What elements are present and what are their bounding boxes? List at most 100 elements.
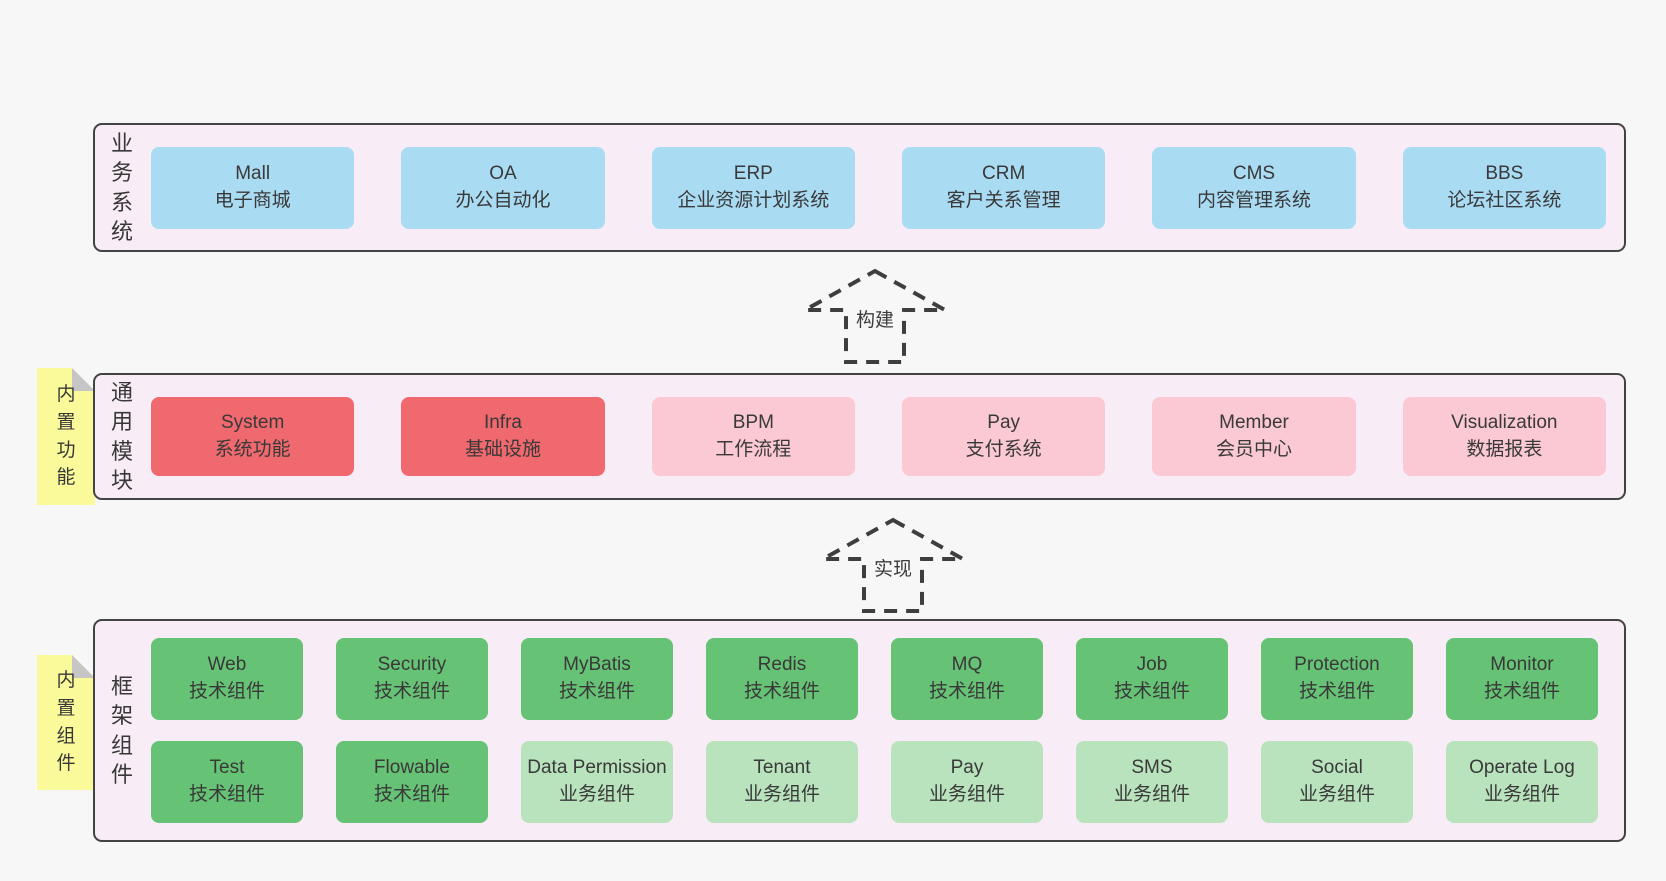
box-subtitle: 技术组件	[1298, 681, 1375, 702]
box-title: Member	[1219, 411, 1289, 433]
dashed-up-arrow-shape	[797, 268, 953, 364]
box-subtitle: 技术组件	[1483, 681, 1560, 702]
box-subtitle: 支付系统	[965, 438, 1042, 460]
box-title: Monitor	[1490, 654, 1554, 676]
box-subtitle: 工作流程	[715, 438, 792, 460]
box-test: Test 技术组件	[150, 741, 303, 823]
box-crm: CRM 客户关系管理	[901, 146, 1106, 229]
note-label: 内置功能	[56, 384, 76, 489]
box-subtitle: 客户关系管理	[946, 189, 1061, 211]
box-title: System	[220, 411, 285, 433]
arrow-implement-label: 实现	[870, 554, 916, 581]
layer-label: 业务系统	[110, 131, 133, 244]
box-title: CRM	[982, 162, 1026, 184]
box-operate-log: Operate Log 业务组件	[1445, 741, 1598, 823]
layer-common-modules: 通用模块 System 系统功能 Infra 基础设施 BPM 工作流程 Pay…	[93, 373, 1626, 500]
layer-label: 通用模块	[110, 380, 133, 493]
box-subtitle: 技术组件	[373, 681, 450, 702]
box-title: Web	[207, 654, 247, 676]
box-title: OA	[489, 162, 517, 184]
box-pay-module: Pay 支付系统	[901, 397, 1106, 476]
arrow-build-label: 构建	[852, 305, 898, 332]
box-title: ERP	[733, 162, 773, 184]
box-title: BPM	[732, 411, 774, 433]
box-title: Pay	[950, 757, 984, 779]
box-title: Tenant	[753, 757, 811, 779]
modules-boxes-row: System 系统功能 Infra 基础设施 BPM 工作流程 Pay 支付系统…	[150, 375, 1624, 498]
components-row-1: Web 技术组件 Security 技术组件 MyBatis 技术组件 Redi…	[150, 638, 1598, 720]
box-title: MQ	[951, 654, 983, 676]
box-subtitle: 技术组件	[743, 681, 820, 702]
box-subtitle: 技术组件	[558, 681, 635, 702]
box-title: Protection	[1294, 654, 1380, 676]
box-title: Data Permission	[527, 757, 667, 779]
layer-label: 框架组件	[110, 674, 133, 787]
box-subtitle: 电子商城	[214, 189, 291, 211]
box-subtitle: 企业资源计划系统	[677, 189, 830, 211]
box-subtitle: 基础设施	[464, 438, 541, 460]
box-visualization: Visualization 数据报表	[1402, 397, 1607, 476]
arrow-implement-up: 实现	[815, 515, 971, 615]
box-cms: CMS 内容管理系统	[1152, 146, 1356, 229]
layer-business-systems: 业务系统 Mall 电子商城 OA 办公自动化 ERP 企业资源计划系统 CRM…	[93, 123, 1626, 252]
box-web: Web 技术组件	[150, 638, 303, 720]
box-subtitle: 技术组件	[1113, 681, 1190, 702]
box-title: MyBatis	[563, 654, 631, 676]
box-title: Redis	[757, 654, 807, 676]
box-subtitle: 业务组件	[928, 784, 1005, 805]
box-subtitle: 数据报表	[1466, 438, 1543, 460]
box-title: BBS	[1485, 162, 1524, 184]
arrow-build-up: 构建	[797, 266, 953, 366]
box-subtitle: 办公自动化	[455, 189, 551, 211]
box-flowable: Flowable 技术组件	[335, 741, 488, 823]
box-redis: Redis 技术组件	[705, 638, 858, 720]
box-subtitle: 系统功能	[214, 438, 291, 460]
box-member: Member 会员中心	[1152, 397, 1356, 476]
box-subtitle: 论坛社区系统	[1447, 189, 1562, 211]
box-system: System 系统功能	[150, 397, 355, 476]
note-label: 内置组件	[56, 670, 76, 775]
components-row-2: Test 技术组件 Flowable 技术组件 Data Permission …	[150, 741, 1598, 823]
box-protection: Protection 技术组件	[1260, 638, 1413, 720]
box-sms: SMS 业务组件	[1075, 741, 1228, 823]
box-monitor: Monitor 技术组件	[1445, 638, 1598, 720]
layer-framework-components: 框架组件 Web 技术组件 Security 技术组件 MyBatis 技术组件…	[93, 619, 1626, 842]
box-title: Job	[1136, 654, 1168, 676]
box-title: Social	[1311, 757, 1363, 779]
box-subtitle: 技术组件	[188, 784, 265, 805]
note-built-in-features: 内置功能	[37, 368, 95, 505]
box-subtitle: 业务组件	[743, 784, 820, 805]
box-title: SMS	[1131, 757, 1173, 779]
box-title: Operate Log	[1469, 757, 1575, 779]
box-subtitle: 会员中心	[1215, 438, 1292, 460]
box-title: Test	[209, 757, 245, 779]
business-boxes-row: Mall 电子商城 OA 办公自动化 ERP 企业资源计划系统 CRM 客户关系…	[150, 125, 1624, 250]
box-bpm: BPM 工作流程	[651, 397, 855, 476]
box-subtitle: 技术组件	[928, 681, 1005, 702]
box-tenant: Tenant 业务组件	[705, 741, 858, 823]
box-subtitle: 业务组件	[1113, 784, 1190, 805]
box-title: Infra	[483, 411, 522, 433]
box-title: Mall	[235, 162, 271, 184]
box-mybatis: MyBatis 技术组件	[520, 638, 673, 720]
box-subtitle: 业务组件	[1298, 784, 1375, 805]
box-erp: ERP 企业资源计划系统	[651, 146, 855, 229]
box-subtitle: 技术组件	[188, 681, 265, 702]
box-oa: OA 办公自动化	[401, 146, 605, 229]
box-title: Flowable	[373, 757, 450, 779]
box-mq: MQ 技术组件	[890, 638, 1043, 720]
box-bbs: BBS 论坛社区系统	[1402, 146, 1607, 229]
box-infra: Infra 基础设施	[401, 397, 605, 476]
box-pay-component: Pay 业务组件	[890, 741, 1043, 823]
box-subtitle: 业务组件	[558, 784, 635, 805]
dashed-up-arrow-shape	[815, 517, 971, 613]
note-built-in-components: 内置组件	[37, 655, 95, 790]
box-data-permission: Data Permission 业务组件	[520, 741, 673, 823]
box-social: Social 业务组件	[1260, 741, 1413, 823]
box-mall: Mall 电子商城	[150, 146, 355, 229]
box-job: Job 技术组件	[1075, 638, 1228, 720]
box-title: Security	[377, 654, 447, 676]
box-title: Pay	[987, 411, 1021, 433]
box-title: CMS	[1232, 162, 1276, 184]
box-subtitle: 技术组件	[373, 784, 450, 805]
